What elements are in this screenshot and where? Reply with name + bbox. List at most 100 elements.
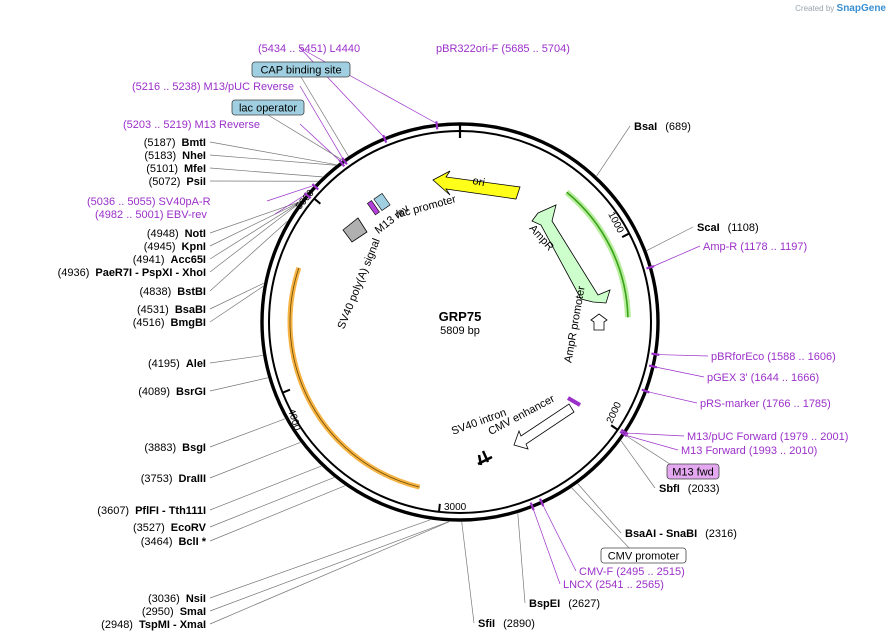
primer-label[interactable]: pBRforEco (1588 .. 1606) xyxy=(711,351,836,363)
ruler-tick xyxy=(437,503,441,512)
primer-label[interactable]: M13 Forward (1993 .. 2010) xyxy=(681,445,817,457)
feature-box-label: lac operator xyxy=(239,103,297,115)
restriction-site-label[interactable]: (4195)AleI xyxy=(148,358,206,370)
restriction-site-label[interactable]: (4945)KpnI xyxy=(144,241,206,253)
lac-promoter-feature[interactable] xyxy=(373,192,391,212)
connector-line xyxy=(274,193,307,215)
restriction-site-label[interactable]: (4838)BstBI xyxy=(139,286,206,298)
restriction-site-label[interactable]: (3883)BsgI xyxy=(144,442,206,454)
primer-site-mark xyxy=(641,388,650,394)
sv40-polya-feature[interactable] xyxy=(342,217,368,243)
ampr-promoter-feature[interactable] xyxy=(590,313,608,331)
restriction-site-label[interactable]: (4516)BmgBI xyxy=(133,317,206,329)
cmv-enhancer-feature[interactable] xyxy=(513,403,575,450)
restriction-site-label[interactable]: (5187)BmtI xyxy=(144,137,206,149)
ruler-tick xyxy=(610,424,619,431)
connector-line xyxy=(209,418,286,448)
primer-label[interactable]: (4982 .. 5001) EBV-rev xyxy=(95,209,207,221)
restriction-site-label[interactable]: BspEI(2627) xyxy=(529,598,600,610)
primer-site-mark xyxy=(648,364,658,369)
connector-line xyxy=(209,167,323,178)
restriction-site-label[interactable]: (4936)PaeR7I - PspXI - XhoI xyxy=(58,267,206,279)
feature-box[interactable] xyxy=(231,99,305,116)
restriction-site-label[interactable]: (5072)PsiI xyxy=(149,176,206,188)
feature-label: AmpR promoter xyxy=(562,285,587,364)
credit: Created by SnapGene xyxy=(795,3,886,14)
feature-box[interactable] xyxy=(666,463,720,480)
sv40-intron-feature[interactable] xyxy=(477,450,493,466)
connector-line xyxy=(209,477,335,528)
connector-line xyxy=(461,521,475,624)
restriction-site-label[interactable]: BsaAI - SnaBI(2316) xyxy=(625,528,737,540)
restriction-site-label[interactable]: (4531)BsaBI xyxy=(137,304,206,316)
restriction-site-label[interactable]: (4941)Acc65I xyxy=(133,254,206,266)
restriction-site-label[interactable]: (5183)NheI xyxy=(144,150,206,162)
primer-label[interactable]: LNCX (2541 .. 2565) xyxy=(563,579,664,591)
restriction-site-label[interactable]: (4948)NotI xyxy=(147,228,206,240)
connector-line xyxy=(620,440,656,489)
primer-label[interactable]: M13/pUC Forward (1979 .. 2001) xyxy=(687,431,848,443)
primer-label[interactable]: (5434 .. 5451) L4440 xyxy=(258,43,360,55)
primer-site-mark xyxy=(435,121,439,130)
plasmid-name: GRP75 xyxy=(439,309,482,324)
restriction-site-label[interactable]: (3036)NsiI xyxy=(148,593,206,605)
connector-line xyxy=(209,465,322,511)
m13-rev-feature[interactable] xyxy=(366,200,380,216)
restriction-site-label[interactable]: (3753)DraIII xyxy=(141,473,206,485)
primer-label[interactable]: Amp-R (1178 .. 1197) xyxy=(703,241,807,253)
connector-line xyxy=(209,154,336,166)
restriction-site-label[interactable]: SfiI(2890) xyxy=(478,618,535,630)
cmv-marker-feature[interactable] xyxy=(566,396,582,407)
restriction-site-label[interactable]: (4089)BsrGI xyxy=(138,386,206,398)
connector-line xyxy=(624,434,679,451)
credit-prefix: Created by xyxy=(795,4,835,13)
connector-line xyxy=(300,76,349,157)
connector-line xyxy=(657,354,709,357)
primer-site-mark xyxy=(382,134,388,143)
primer-label[interactable]: (5036 .. 5055) SV40pA-R xyxy=(87,196,211,208)
ruler-tick-label: 1000 xyxy=(605,210,625,235)
connector-line xyxy=(209,521,449,612)
ampr-feature[interactable] xyxy=(531,204,611,304)
primer-label[interactable]: pRS-marker (1766 .. 1785) xyxy=(700,398,831,410)
ruler-tick xyxy=(282,388,291,394)
connector-line xyxy=(652,245,701,268)
feature-box[interactable] xyxy=(251,61,351,78)
restriction-site-label[interactable]: ScaI(1108) xyxy=(697,222,759,234)
primer-label[interactable]: CMV-F (2495 .. 2515) xyxy=(579,566,685,578)
primer-label[interactable]: pGEX 3' (1644 .. 1666) xyxy=(707,372,819,384)
restriction-site-label[interactable]: (5101)MfeI xyxy=(146,163,206,175)
connector-line xyxy=(209,286,264,323)
connector-line xyxy=(209,201,301,234)
restriction-site-label[interactable]: (3464)BclI * xyxy=(141,536,207,548)
connector-line xyxy=(626,432,685,437)
ruler-tick xyxy=(313,197,322,205)
restriction-site-label[interactable]: SbfI(2033) xyxy=(659,483,720,495)
restriction-site-label[interactable]: (3607)PflFI - Tth111I xyxy=(97,505,206,517)
primer-label[interactable]: pBR322ori-F (5685 .. 5704) xyxy=(436,43,570,55)
primer-site-mark xyxy=(303,192,312,199)
connector-line xyxy=(266,185,314,202)
connector-line xyxy=(209,521,450,625)
connector-line xyxy=(299,123,341,162)
connector-line xyxy=(517,513,526,604)
connector-line xyxy=(532,508,561,585)
restriction-site-label[interactable]: (2948)TspMI - XmaI xyxy=(101,619,206,631)
primer-label[interactable]: (5203 .. 5219) M13 Reverse xyxy=(123,119,260,131)
restriction-sites: BsaI(689) ScaI(1108) SbfI(2033) BsaAI - Sna… xyxy=(58,121,759,631)
feature-box[interactable] xyxy=(600,547,687,564)
primer-site-mark xyxy=(539,498,545,507)
restriction-site-label[interactable]: (2950)SmaI xyxy=(142,606,206,618)
plasmid-length: 5809 bp xyxy=(440,325,480,337)
ori-feature[interactable] xyxy=(432,170,521,200)
connector-line xyxy=(209,221,288,292)
restriction-site-label[interactable]: (3527)EcoRV xyxy=(133,522,207,534)
restriction-site-label[interactable]: BsaI(689) xyxy=(634,121,691,133)
primer-label[interactable]: (5216 .. 5238) M13/pUC Reverse xyxy=(132,81,294,93)
connector-line xyxy=(596,125,631,177)
connector-line xyxy=(209,377,269,392)
connector-line xyxy=(209,141,337,166)
primer-site-mark xyxy=(341,157,348,166)
connector-line xyxy=(209,442,301,479)
